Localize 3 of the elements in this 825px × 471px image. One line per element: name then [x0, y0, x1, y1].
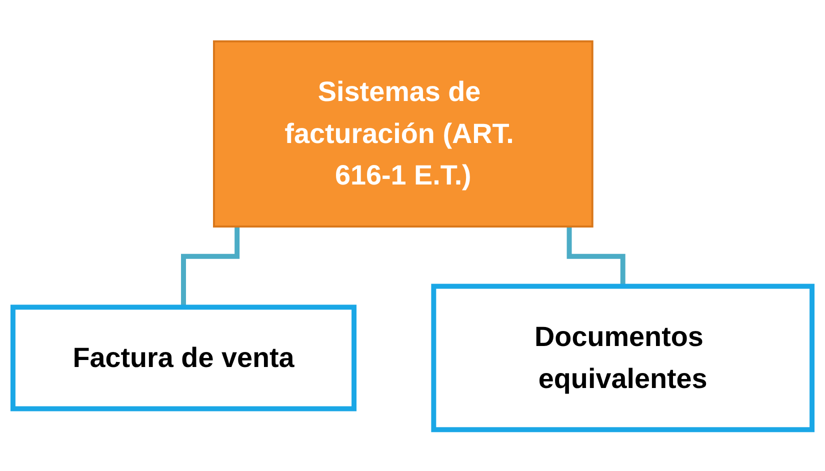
node-box: Sistemas de facturación (ART. 616-1 E.T.): [213, 40, 594, 228]
node-box: Documentos equivalentes: [431, 284, 815, 432]
node-box: Factura de venta: [10, 304, 356, 412]
